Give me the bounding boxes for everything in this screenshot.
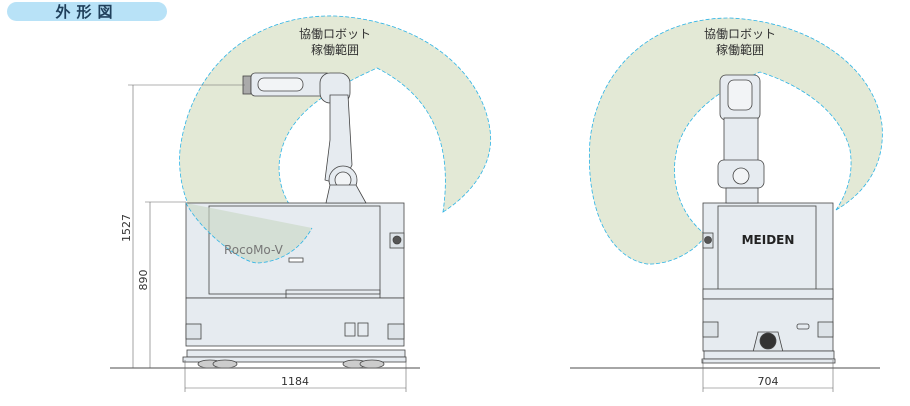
front-dimension-lines xyxy=(702,360,834,392)
dim-total-height: 1527 xyxy=(120,214,133,242)
side-range-label-1: 協働ロボット xyxy=(299,26,371,41)
dim-body-height: 890 xyxy=(137,270,150,291)
front-view: MEIDEN 協働ロボット 稼働範囲 704 xyxy=(570,17,883,392)
front-range-label-2: 稼働範囲 xyxy=(716,42,764,57)
meiden-logo: MEIDEN xyxy=(742,233,795,247)
front-work-range xyxy=(588,17,883,265)
side-dimension-lines xyxy=(128,84,407,392)
dim-width: 704 xyxy=(758,375,779,388)
section-title: 外形図 xyxy=(7,2,167,21)
side-robot-arm xyxy=(242,72,367,204)
section-title-text: 外形図 xyxy=(55,3,119,21)
rocomo-logo: RocoMo-V xyxy=(224,243,284,257)
dim-length: 1184 xyxy=(281,375,309,388)
front-robot-arm xyxy=(717,74,765,204)
side-view: RocoMo-V 協働ロボット 稼働範囲 1527 890 1184 xyxy=(110,15,492,392)
front-vehicle-body xyxy=(701,202,836,364)
side-range-label-2: 稼働範囲 xyxy=(311,42,359,57)
side-range-overlap xyxy=(185,202,313,264)
front-range-label-1: 協働ロボット xyxy=(704,26,776,41)
